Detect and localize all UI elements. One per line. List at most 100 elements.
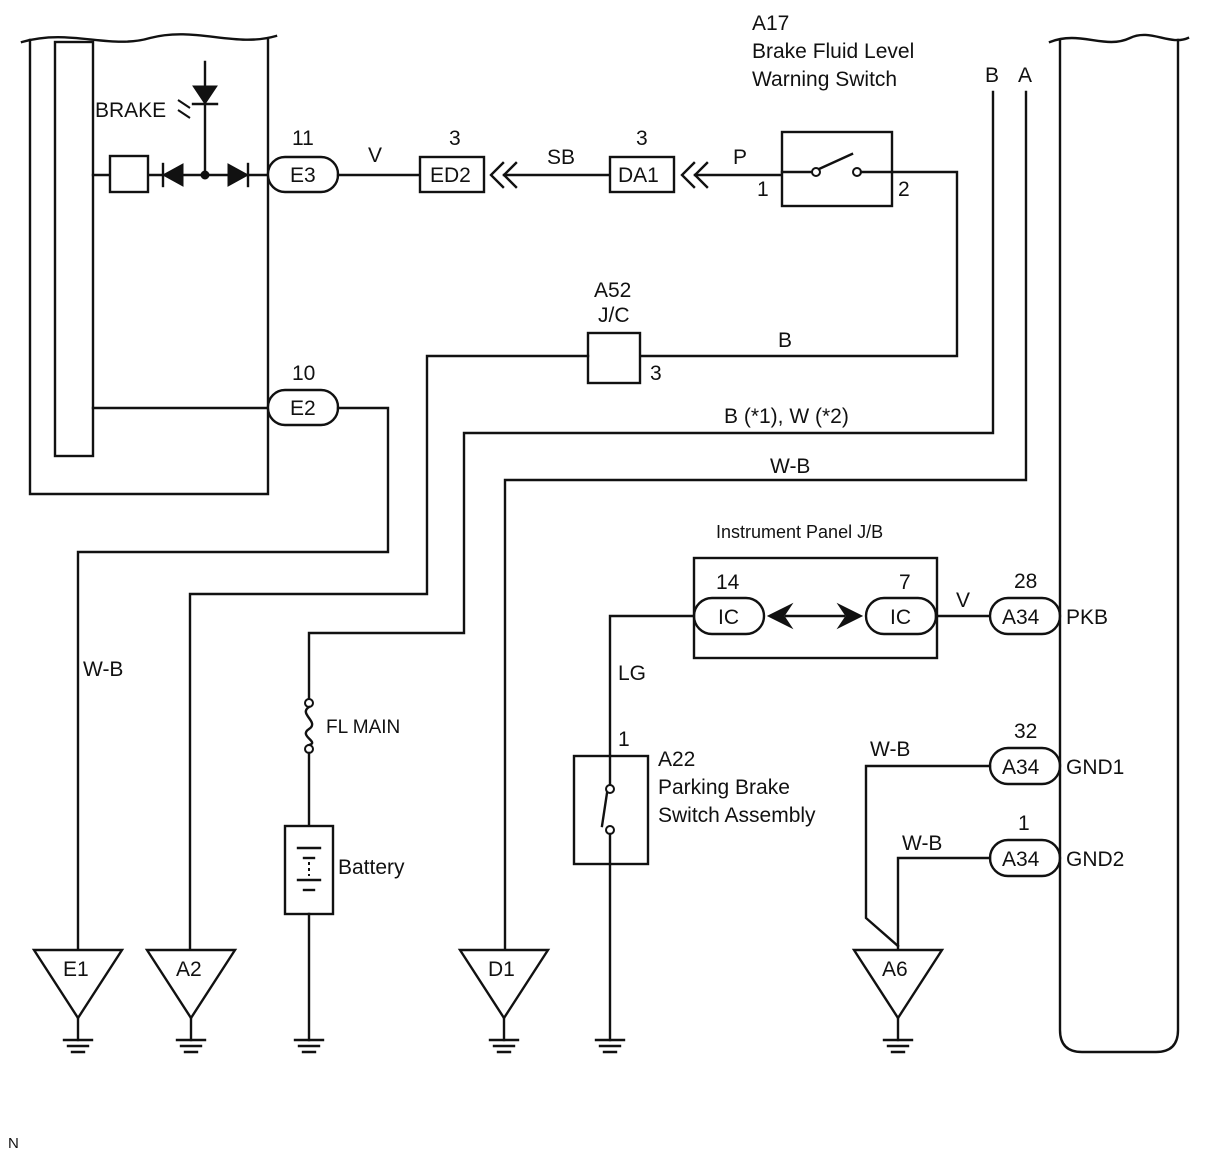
svg-text:P: P — [733, 146, 747, 169]
connector-a34-gnd1: A34 32 GND1 — [988, 720, 1124, 786]
fuse-icon — [304, 705, 314, 747]
ground-a6: A6 — [851, 948, 945, 1054]
ecu-block — [1048, 33, 1190, 1054]
gnd2-wire — [896, 856, 992, 952]
svg-text:A34: A34 — [1002, 756, 1040, 779]
svg-text:IC: IC — [890, 606, 911, 629]
connector-da1: DA1 — [618, 164, 659, 187]
svg-text:Parking Brake: Parking Brake — [658, 776, 790, 799]
svg-text:A34: A34 — [1002, 606, 1040, 629]
a52-junction-connector: A52 J/C 3 — [586, 279, 662, 385]
svg-text:W-B: W-B — [902, 832, 942, 855]
ground-d1: D1 — [457, 948, 551, 1054]
a-line-wire — [503, 90, 1028, 952]
footer-note: N — [8, 1135, 19, 1152]
svg-text:A22: A22 — [658, 748, 695, 771]
meter-internal-block — [108, 154, 150, 194]
svg-text:SB: SB — [547, 146, 575, 169]
svg-text:2: 2 — [898, 178, 910, 201]
brake-led-icon — [192, 85, 218, 105]
svg-text:IC: IC — [718, 606, 739, 629]
svg-text:A6: A6 — [882, 958, 908, 981]
ground-symbol-icon — [488, 1038, 520, 1054]
svg-text:3: 3 — [449, 127, 461, 150]
svg-text:A2: A2 — [176, 958, 202, 981]
ground-battery — [293, 1038, 325, 1054]
svg-text:E3: E3 — [290, 164, 316, 187]
svg-text:W-B: W-B — [770, 455, 810, 478]
svg-text:A17: A17 — [752, 12, 789, 35]
svg-text:1: 1 — [618, 728, 630, 751]
svg-text:Battery: Battery — [338, 856, 405, 879]
ecu-pin-labels: B A — [985, 64, 1032, 87]
connector-a34-gnd2: A34 1 GND2 — [988, 812, 1124, 878]
a17-to-a52-wire — [638, 170, 959, 358]
svg-text:A52: A52 — [594, 279, 631, 302]
ground-e1: E1 — [31, 948, 125, 1054]
svg-text:B: B — [985, 64, 999, 87]
svg-text:PKB: PKB — [1066, 606, 1108, 629]
svg-text:J/C: J/C — [598, 304, 630, 327]
svg-text:W-B: W-B — [870, 738, 910, 761]
svg-text:D1: D1 — [488, 958, 515, 981]
ground-symbol-icon — [62, 1038, 94, 1054]
svg-text:LG: LG — [618, 662, 646, 685]
diode-right-icon — [227, 163, 250, 187]
svg-text:B (*1), W (*2): B (*1), W (*2) — [724, 405, 849, 428]
instrument-panel-jb: Instrument Panel J/B 14 7 IC IC — [692, 522, 939, 660]
a22-parking-brake-switch: 1 A22 Parking Brake Switch Assembly — [572, 728, 816, 866]
svg-text:Switch Assembly: Switch Assembly — [658, 804, 816, 827]
connector-e3: E3 11 — [266, 127, 340, 194]
combination-meter: BRAKE — [20, 33, 278, 496]
svg-text:Instrument Panel J/B: Instrument Panel J/B — [716, 522, 883, 542]
svg-text:7: 7 — [899, 571, 911, 594]
a17-brake-fluid-switch: A17 Brake Fluid Level Warning Switch 1 2 — [752, 12, 914, 208]
svg-text:11: 11 — [292, 127, 314, 150]
svg-text:B: B — [778, 329, 792, 352]
svg-text:1: 1 — [757, 178, 769, 201]
svg-text:W-B: W-B — [83, 658, 123, 681]
svg-text:14: 14 — [716, 571, 740, 594]
svg-text:V: V — [368, 144, 382, 167]
svg-text:E2: E2 — [290, 397, 316, 420]
svg-text:GND2: GND2 — [1066, 848, 1124, 871]
ground-symbol-icon — [882, 1038, 914, 1054]
svg-text:Warning Switch: Warning Switch — [752, 68, 897, 91]
lg-wire — [608, 614, 696, 758]
svg-text:28: 28 — [1014, 570, 1037, 593]
svg-text:3: 3 — [636, 127, 648, 150]
led-light-rays-icon — [177, 99, 191, 119]
svg-text:32: 32 — [1014, 720, 1037, 743]
ground-symbol-icon — [594, 1038, 626, 1054]
svg-text:E1: E1 — [63, 958, 89, 981]
svg-text:Brake Fluid Level: Brake Fluid Level — [752, 40, 914, 63]
svg-text:A34: A34 — [1002, 848, 1040, 871]
top-wire-chain: V ED2 3 SB DA1 3 P — [336, 127, 784, 194]
connector-ed2: ED2 — [430, 164, 471, 187]
a52-to-a2-wire — [188, 354, 590, 952]
svg-text:10: 10 — [292, 362, 315, 385]
ground-symbol-icon — [293, 1038, 325, 1054]
brake-label: BRAKE — [95, 99, 166, 122]
svg-text:FL MAIN: FL MAIN — [326, 717, 400, 738]
ground-a22 — [594, 1038, 626, 1054]
diode-left-icon — [161, 163, 184, 187]
svg-text:GND1: GND1 — [1066, 756, 1124, 779]
battery: Battery — [283, 824, 405, 916]
svg-text:V: V — [956, 589, 970, 612]
connector-a34-pkb: A34 28 PKB — [988, 570, 1108, 636]
ic-right-chevron-icon — [836, 602, 864, 630]
connector-e2: E2 10 — [266, 362, 340, 427]
svg-text:3: 3 — [650, 362, 662, 385]
e2-to-e1-wire — [76, 406, 390, 952]
b-line-wire — [307, 90, 995, 700]
svg-text:1: 1 — [1018, 812, 1030, 835]
switch-contact-icon — [600, 791, 609, 828]
ground-symbol-icon — [175, 1038, 207, 1054]
ground-a2: A2 — [144, 948, 238, 1054]
ic-left-chevron-icon — [766, 602, 794, 630]
switch-contact-icon — [817, 152, 854, 171]
fl-main-fuse: FL MAIN — [304, 698, 400, 754]
svg-text:A: A — [1018, 64, 1032, 87]
